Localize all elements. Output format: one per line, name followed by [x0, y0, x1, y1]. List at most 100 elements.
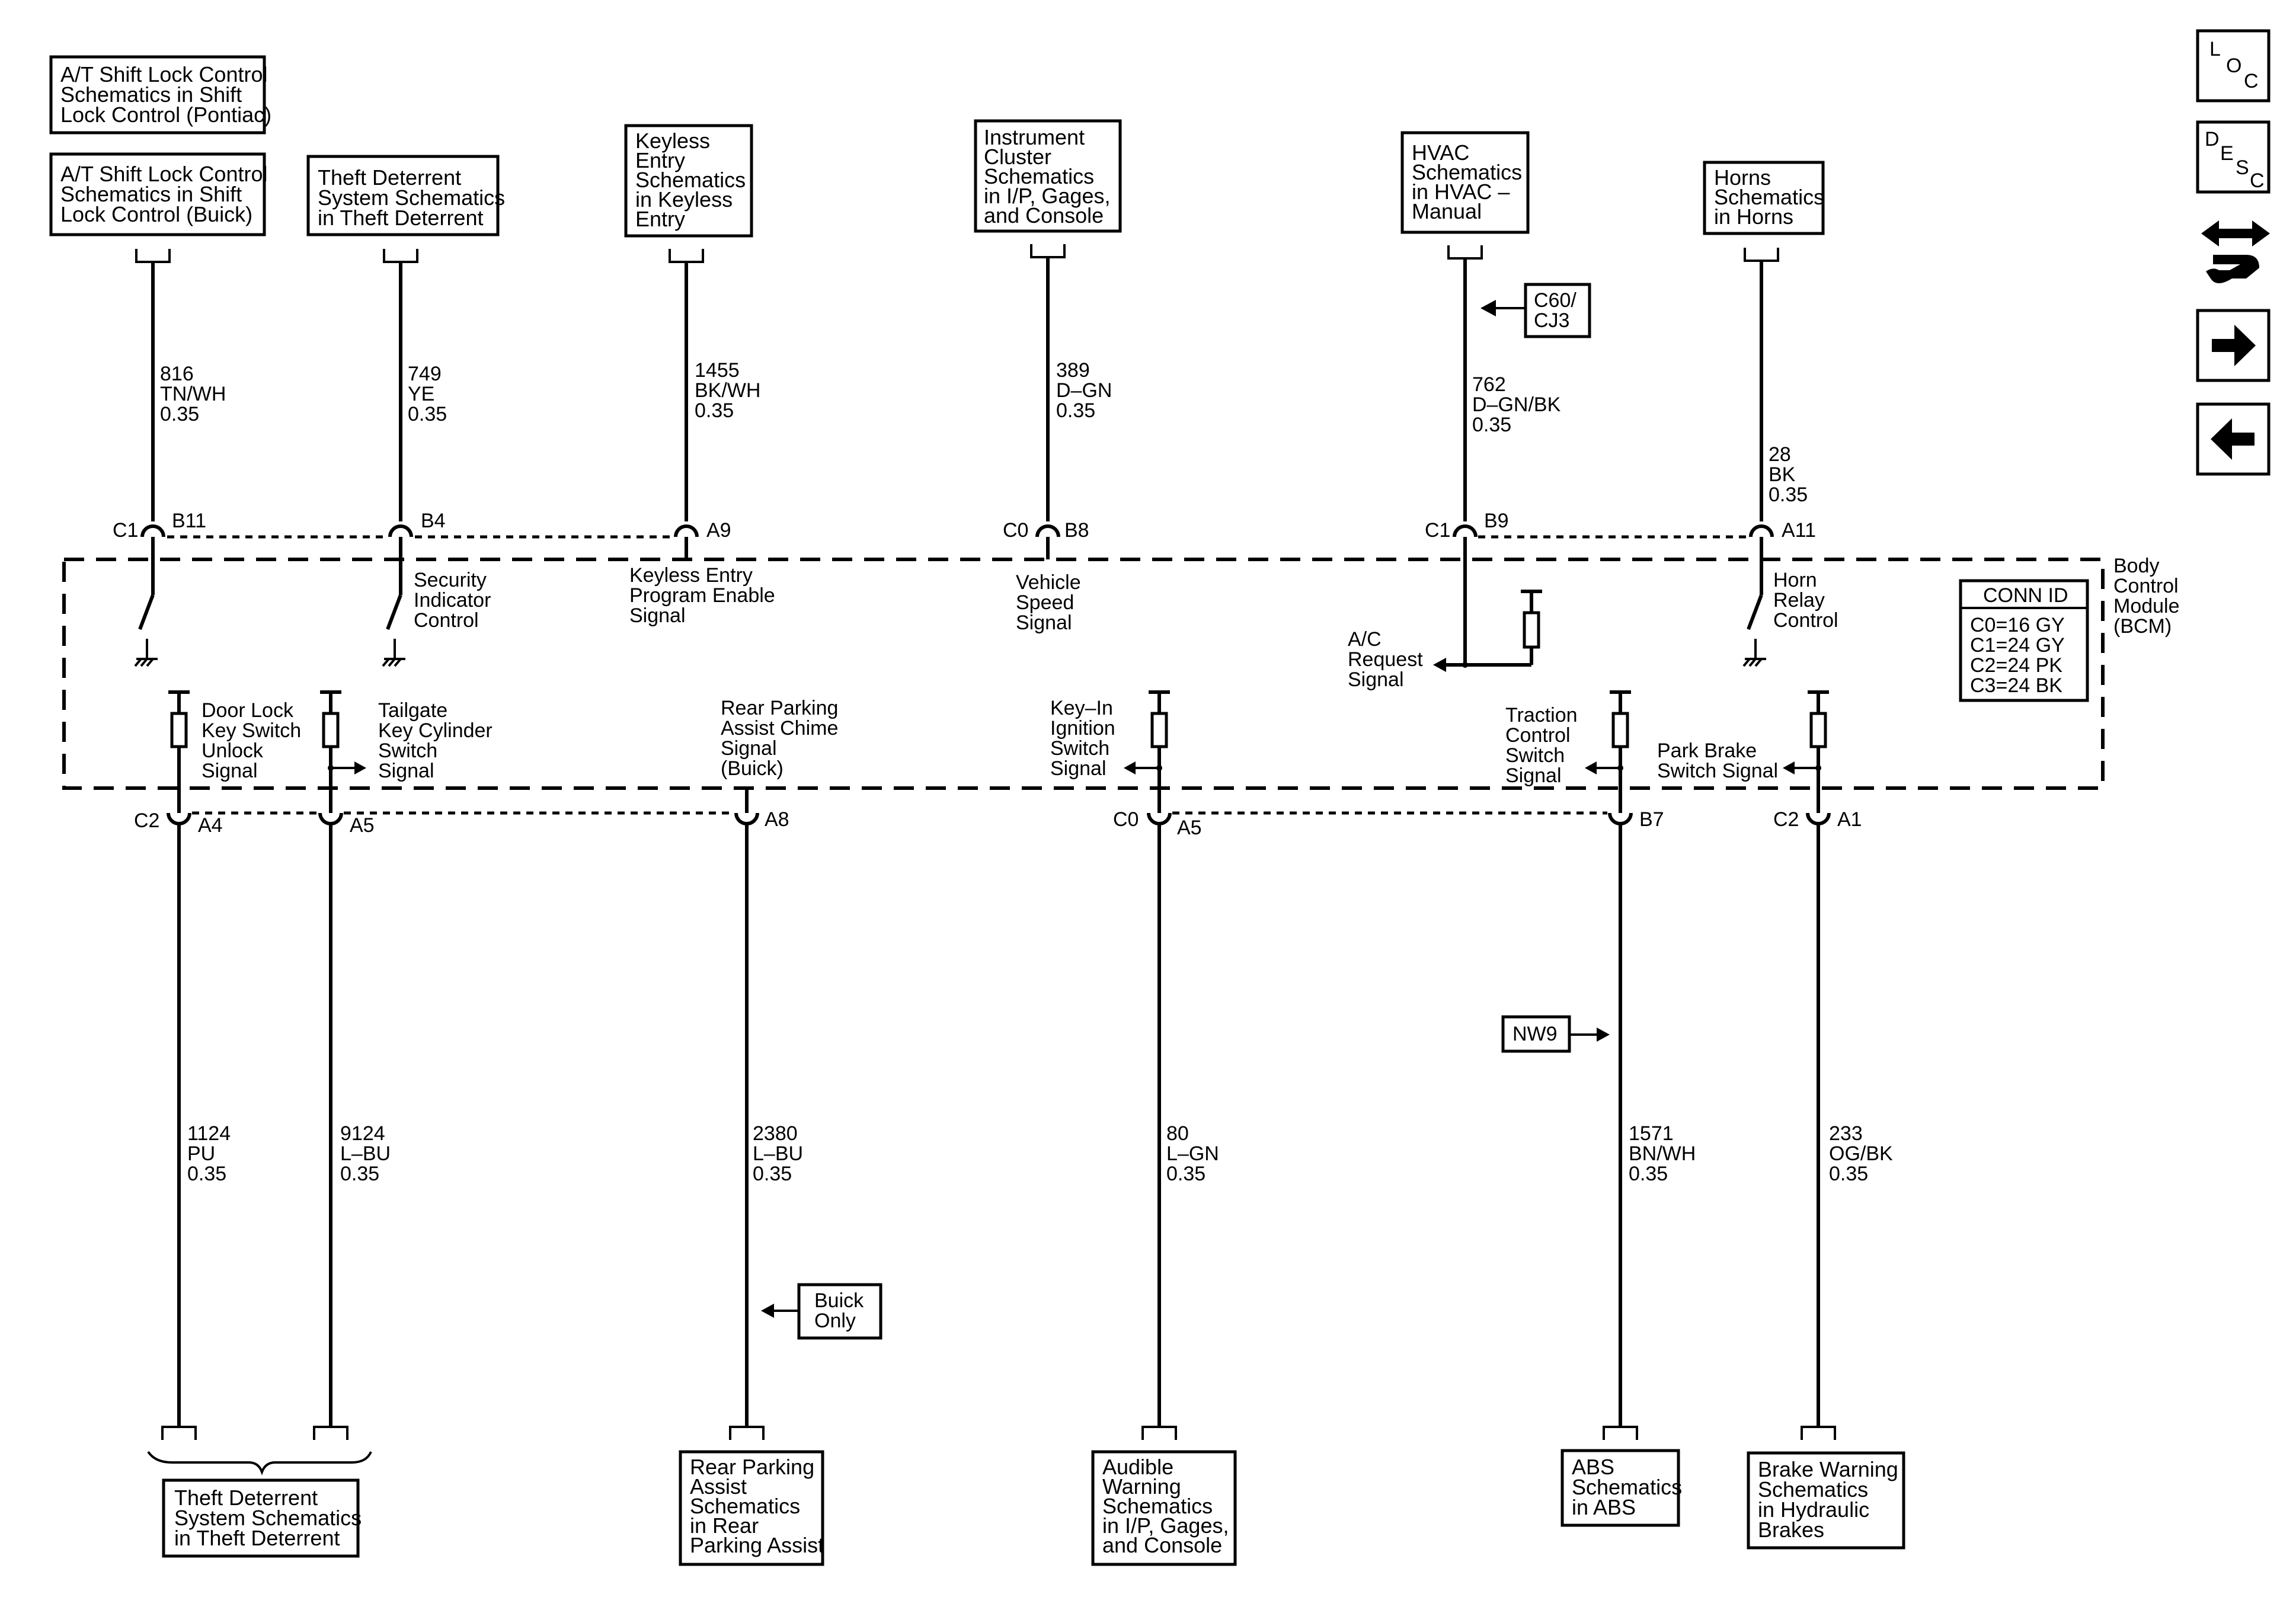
option-label: Buick	[814, 1289, 864, 1312]
wire-label: L–GN	[1166, 1142, 1219, 1165]
pin-a9	[674, 524, 699, 537]
wire-label: 389	[1056, 359, 1090, 382]
circuit-label: Relay	[1773, 589, 1825, 612]
top-wire-labels: 816 TN/WH 0.35 749 YE 0.35 1455 BK/WH 0.…	[160, 359, 1808, 506]
box-line: Schematics in Shift	[60, 82, 242, 107]
box-line: Rear Parking	[690, 1455, 814, 1479]
pin-label: A5	[1177, 817, 1202, 839]
wire-label: 0.35	[1629, 1163, 1668, 1185]
circuit-label: Door Lock	[202, 699, 294, 722]
box-brake-warning[interactable]: Brake Warning Schematics in Hydraulic Br…	[1747, 1451, 1905, 1550]
box-line: in ABS	[1572, 1495, 1636, 1519]
pin-b7	[1608, 812, 1633, 825]
desc-letter: E	[2220, 142, 2234, 165]
box-line: Schematics	[690, 1494, 800, 1518]
box-line: Brakes	[1758, 1518, 1824, 1542]
box-line: Schematics	[1102, 1494, 1213, 1518]
box-instrument-cluster[interactable]: Instrument Cluster Schematics in I/P, Ga…	[974, 119, 1122, 233]
box-audible-warning[interactable]: Audible Warning Schematics in I/P, Gages…	[1091, 1450, 1237, 1566]
pin-b9	[1453, 524, 1478, 537]
pin-a4	[167, 812, 191, 825]
box-line: in Theft Deterrent	[318, 206, 483, 230]
circuit-label: Key Cylinder	[378, 719, 493, 742]
box-line: Schematics	[984, 164, 1094, 188]
box-theft-deterrent-top[interactable]: Theft Deterrent System Schematics in The…	[306, 155, 505, 236]
loc-button[interactable]: L O C	[2196, 29, 2271, 103]
circuit-label: Traction	[1505, 704, 1578, 726]
option-nw9-callout: NW9	[1501, 1015, 1610, 1053]
module-label: (BCM)	[2113, 615, 2172, 638]
box-line: Brake Warning	[1758, 1457, 1898, 1481]
box-line: Schematics in Shift	[60, 182, 242, 206]
conn-id-row: C1=24 GY	[1970, 634, 2065, 657]
box-line: Manual	[1412, 199, 1482, 223]
pin-label: A1	[1837, 808, 1862, 831]
conn-id-row: C2=24 PK	[1970, 654, 2062, 677]
pin-label: B8	[1064, 519, 1089, 542]
loc-letter: C	[2244, 70, 2259, 92]
box-rear-parking-assist[interactable]: Rear Parking Assist Schematics in Rear P…	[679, 1450, 824, 1566]
box-line: in Keyless	[635, 187, 733, 212]
pin-b8	[1035, 524, 1060, 537]
box-line: in Horns	[1714, 204, 1793, 229]
box-line: A/T Shift Lock Control	[60, 162, 268, 186]
wire-label: BK	[1769, 463, 1796, 486]
box-line: in HVAC –	[1412, 180, 1510, 204]
circuit-label: Key Switch	[202, 719, 301, 742]
pin-label: A5	[350, 814, 375, 837]
wire-label: 80	[1166, 1122, 1189, 1145]
box-line: in Theft Deterrent	[174, 1526, 340, 1550]
pin-a1	[1806, 812, 1831, 825]
box-line: Theft Deterrent	[318, 165, 461, 190]
wire-label: D–GN/BK	[1472, 393, 1561, 416]
wire-label: 0.35	[1769, 484, 1808, 506]
box-line: Schematics	[1572, 1475, 1682, 1499]
box-abs[interactable]: ABS Schematics in ABS	[1560, 1449, 1682, 1527]
wire-label: 0.35	[753, 1163, 792, 1185]
circuit-label: Tailgate	[378, 699, 447, 722]
wire-label: 762	[1472, 373, 1506, 396]
wrench-arrows-icon[interactable]	[2201, 220, 2270, 283]
top-connector-pins	[140, 524, 1774, 559]
circuit-label: Signal	[1016, 612, 1072, 634]
circuit-label: Security	[414, 569, 487, 591]
circuit-label: Signal	[378, 760, 434, 782]
wire-label: 2380	[753, 1122, 798, 1145]
desc-button[interactable]: D E S C	[2196, 120, 2271, 194]
bottom-wire-labels: 1124 PU 0.35 9124 L–BU 0.35 2380 L–BU 0.…	[187, 1122, 1893, 1185]
circuit-label: (Buick)	[721, 757, 784, 780]
box-line: in Rear	[690, 1513, 759, 1538]
box-shift-lock-pontiac[interactable]: A/T Shift Lock Control Schematics in Shi…	[49, 55, 271, 135]
module-label: Control	[2113, 575, 2179, 597]
wire-label: 749	[408, 363, 442, 385]
box-hvac[interactable]: HVAC Schematics in HVAC – Manual	[1400, 131, 1530, 234]
circuit-label: Switch	[1050, 737, 1109, 760]
pin-a11	[1749, 524, 1774, 537]
arrow-left-icon[interactable]	[2196, 402, 2271, 476]
circuit-label: Signal	[1348, 668, 1404, 691]
wire-label: 0.35	[160, 403, 199, 425]
bottom-pin-labels: C2 A4 A5 A8 C0 A5 B7 C2 A1	[134, 808, 1862, 839]
box-line: Schematics	[1412, 160, 1522, 184]
arrow-right-icon[interactable]	[2196, 309, 2271, 382]
box-line: Parking Assist	[690, 1533, 824, 1557]
wire-label: 0.35	[1166, 1163, 1205, 1185]
conn-id-table: CONN ID C0=16 GY C1=24 GY C2=24 PK C3=24…	[1959, 579, 2089, 702]
circuit-label: Control	[1773, 609, 1838, 632]
wire-label: D–GN	[1056, 379, 1112, 402]
pin-a8	[734, 812, 759, 825]
circuit-label: Indicator	[414, 589, 491, 612]
box-horns[interactable]: Horns Schematics in Horns	[1703, 161, 1825, 235]
box-line: Schematics	[635, 168, 746, 192]
pin-a5-left	[318, 812, 343, 825]
circuit-label: Park Brake	[1657, 740, 1757, 762]
box-shift-lock-buick[interactable]: A/T Shift Lock Control Schematics in Shi…	[49, 152, 268, 236]
wire-label: 1455	[695, 359, 740, 382]
wire-label: TN/WH	[160, 383, 226, 405]
box-theft-deterrent-bottom[interactable]: Theft Deterrent System Schematics in The…	[162, 1478, 362, 1558]
wire-label: 0.35	[340, 1163, 379, 1185]
circuit-label: Ignition	[1050, 717, 1115, 740]
box-keyless-entry[interactable]: Keyless Entry Schematics in Keyless Entr…	[624, 124, 753, 238]
circuit-label: Vehicle	[1016, 571, 1081, 594]
